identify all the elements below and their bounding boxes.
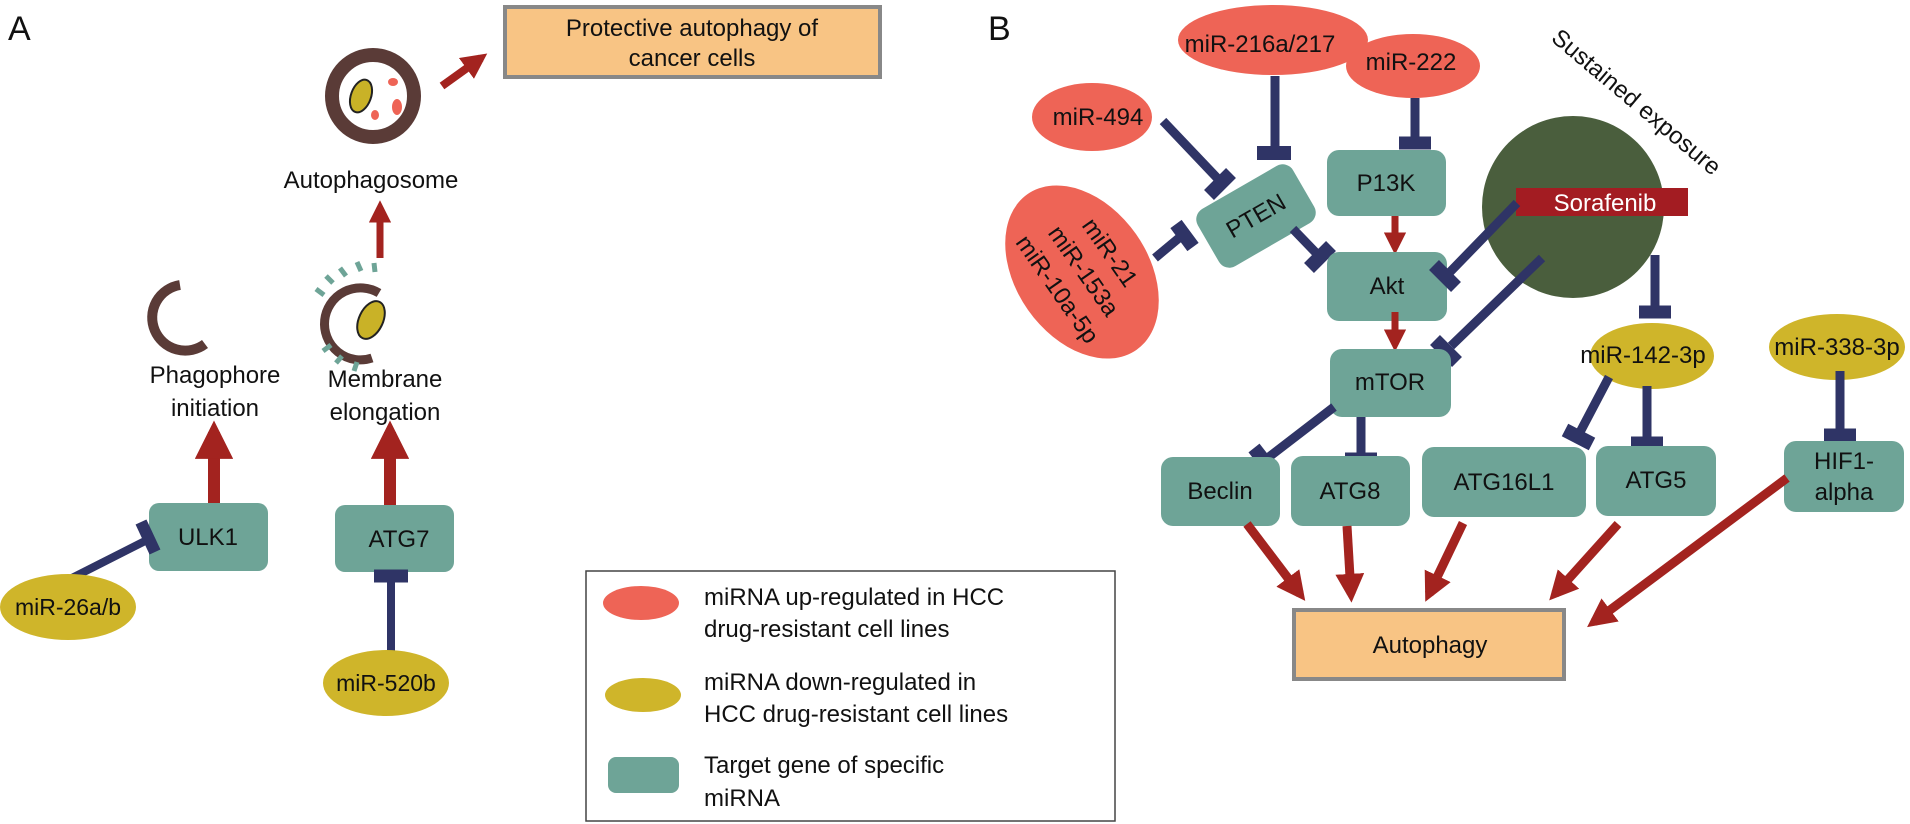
panel-b-label: B — [988, 10, 1011, 48]
legend-swatch-mirna-up — [603, 586, 679, 620]
inhibition-mir26-ulk1 — [68, 535, 151, 583]
inhibition-mir142-atg16l1 — [1574, 374, 1613, 439]
mir216-label: miR-216a/217 — [1185, 31, 1336, 58]
activation-atg5-autophagy — [1549, 520, 1622, 601]
atg5-node — [1596, 446, 1716, 516]
mir222-label: miR-222 — [1366, 49, 1457, 76]
p13k-label: P13K — [1357, 170, 1416, 197]
inhibition-bar-mir142-atg16l1 — [1561, 423, 1596, 451]
protective-autophagy-line2: cancer cells — [629, 45, 756, 72]
legend-mirna-down-line2: HCC drug-resistant cell lines — [704, 701, 1008, 728]
beclin-node — [1161, 457, 1280, 526]
inhibition-bar-ulk1 — [135, 519, 161, 555]
inhibition-mtor-beclin — [1262, 403, 1337, 464]
mir142-label: miR-142-3p — [1580, 342, 1705, 369]
sorafenib-label: Sorafenib — [1554, 190, 1657, 217]
inhibition-bar-sorafenib-mtor — [1430, 335, 1462, 367]
atg16l1-node — [1422, 447, 1586, 517]
atg7-node — [335, 505, 454, 572]
inhibition-bar-cluster-pten — [1170, 219, 1199, 252]
sorafenib-node: Sorafenib — [1482, 116, 1688, 298]
mir216-node — [1178, 5, 1368, 75]
mir494-node — [1032, 83, 1152, 151]
akt-label: Akt — [1370, 273, 1405, 300]
hif1-label-line2: alpha — [1815, 479, 1874, 506]
p13k-node — [1327, 150, 1446, 216]
inhibition-sorafenib-mtor — [1447, 254, 1546, 350]
protective-autophagy-box: Protective autophagy of cancer cells — [503, 5, 882, 79]
mir494-label: miR-494 — [1053, 104, 1144, 131]
hif1-node — [1784, 441, 1904, 512]
pten-node: PTEN — [1196, 164, 1316, 268]
atg16l1-label: ATG16L1 — [1454, 469, 1555, 496]
legend-target-gene-line2: miRNA — [704, 785, 780, 812]
mtor-label: mTOR — [1355, 369, 1425, 396]
atg7-label: ATG7 — [369, 526, 430, 553]
beclin-label: Beclin — [1187, 478, 1252, 505]
autophagy-node — [1292, 608, 1566, 681]
akt-node — [1327, 252, 1447, 321]
mir520-node — [323, 650, 449, 716]
ulk1-label: ULK1 — [178, 524, 238, 551]
legend-mirna-up-line1: miRNA up-regulated in HCC — [704, 584, 1004, 611]
mir26-label: miR-26a/b — [15, 594, 121, 620]
membrane-elongation-icon — [314, 260, 386, 372]
atg8-label: ATG8 — [1320, 478, 1381, 505]
atg8-node — [1291, 456, 1410, 526]
membrane-label-line1: Membrane — [328, 366, 443, 393]
ulk1-node — [149, 503, 268, 571]
mir338-node — [1769, 314, 1905, 380]
activation-arrow-to-outcome — [439, 53, 488, 90]
legend-swatch-mirna-down — [605, 678, 681, 712]
legend: miRNA up-regulated in HCC drug-resistant… — [585, 570, 1116, 822]
panel-a-label: A — [8, 10, 31, 48]
inhibition-bar-sorafenib-akt — [1429, 260, 1461, 292]
inhibition-bar-pten-akt — [1304, 241, 1336, 273]
autophagosome-icon — [325, 48, 421, 144]
mir-cluster-node: miR-21 miR-153a miR-10a-5p — [1005, 185, 1159, 359]
phagophore-label-line1: Phagophore — [150, 362, 281, 389]
legend-swatch-target-gene — [608, 757, 679, 793]
membrane-label-line2: elongation — [330, 399, 441, 426]
atg5-label: ATG5 — [1626, 467, 1687, 494]
activation-atg8-autophagy — [1335, 525, 1365, 603]
mir26-node — [0, 574, 136, 640]
mir142-node — [1590, 323, 1714, 389]
autophagosome-label: Autophagosome — [284, 167, 459, 194]
mir520-label: miR-520b — [336, 670, 436, 696]
inhibition-sorafenib-akt — [1446, 199, 1521, 276]
mir338-label: miR-338-3p — [1774, 334, 1899, 361]
phagophore-icon — [147, 280, 208, 356]
autophagy-label: Autophagy — [1373, 632, 1488, 659]
protective-autophagy-line1: Protective autophagy of — [566, 15, 818, 42]
legend-target-gene-line1: Target gene of specific — [704, 752, 944, 779]
activation-atg16l1-autophagy — [1424, 521, 1468, 602]
inhibition-bar-mir494-pten — [1204, 168, 1236, 200]
mtor-node — [1330, 349, 1451, 417]
activation-beclin-autophagy — [1243, 521, 1306, 601]
mir222-node — [1346, 34, 1480, 98]
activation-hif1-autophagy — [1587, 474, 1790, 628]
legend-mirna-up-line2: drug-resistant cell lines — [704, 616, 949, 643]
inhibition-mir494-pten — [1159, 117, 1224, 185]
phagophore-label-line2: initiation — [171, 395, 259, 422]
hif1-label-line1: HIF1- — [1814, 448, 1874, 475]
legend-mirna-down-line1: miRNA down-regulated in — [704, 669, 976, 696]
